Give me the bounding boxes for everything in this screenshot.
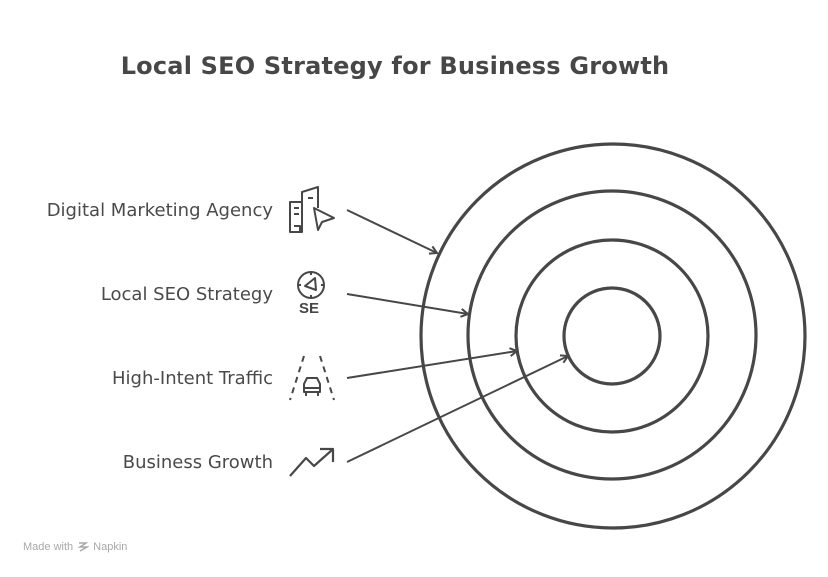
napkin-logo-icon xyxy=(77,542,90,552)
target-ring-inner xyxy=(562,286,662,386)
label-local-seo-strategy: Local SEO Strategy xyxy=(100,284,273,305)
arrow-digital-marketing-agency xyxy=(346,209,437,253)
trend-up-icon xyxy=(289,447,335,477)
label-high-intent-traffic: High-Intent Traffic xyxy=(112,368,273,389)
arrow-local-seo-strategy xyxy=(346,293,468,314)
diagram-title: Local SEO Strategy for Business Growth xyxy=(120,52,670,80)
target-ring-2 xyxy=(466,189,758,481)
building-cursor-icon xyxy=(289,186,335,233)
compass-se-text: SE xyxy=(299,300,320,317)
arrow-business-growth xyxy=(346,356,568,463)
footer-brand: Napkin xyxy=(93,541,128,553)
footer-made-with: Made with xyxy=(23,541,74,553)
label-business-growth: Business Growth xyxy=(122,452,273,473)
compass-se-icon: SE xyxy=(294,268,330,322)
road-car-icon xyxy=(289,355,335,401)
label-digital-marketing-agency: Digital Marketing Agency xyxy=(46,200,273,221)
arrow-high-intent-traffic xyxy=(346,351,517,379)
footer-attribution: Made with Napkin xyxy=(23,541,127,553)
target-ring-outer xyxy=(419,142,807,530)
target-ring-3 xyxy=(514,238,710,434)
